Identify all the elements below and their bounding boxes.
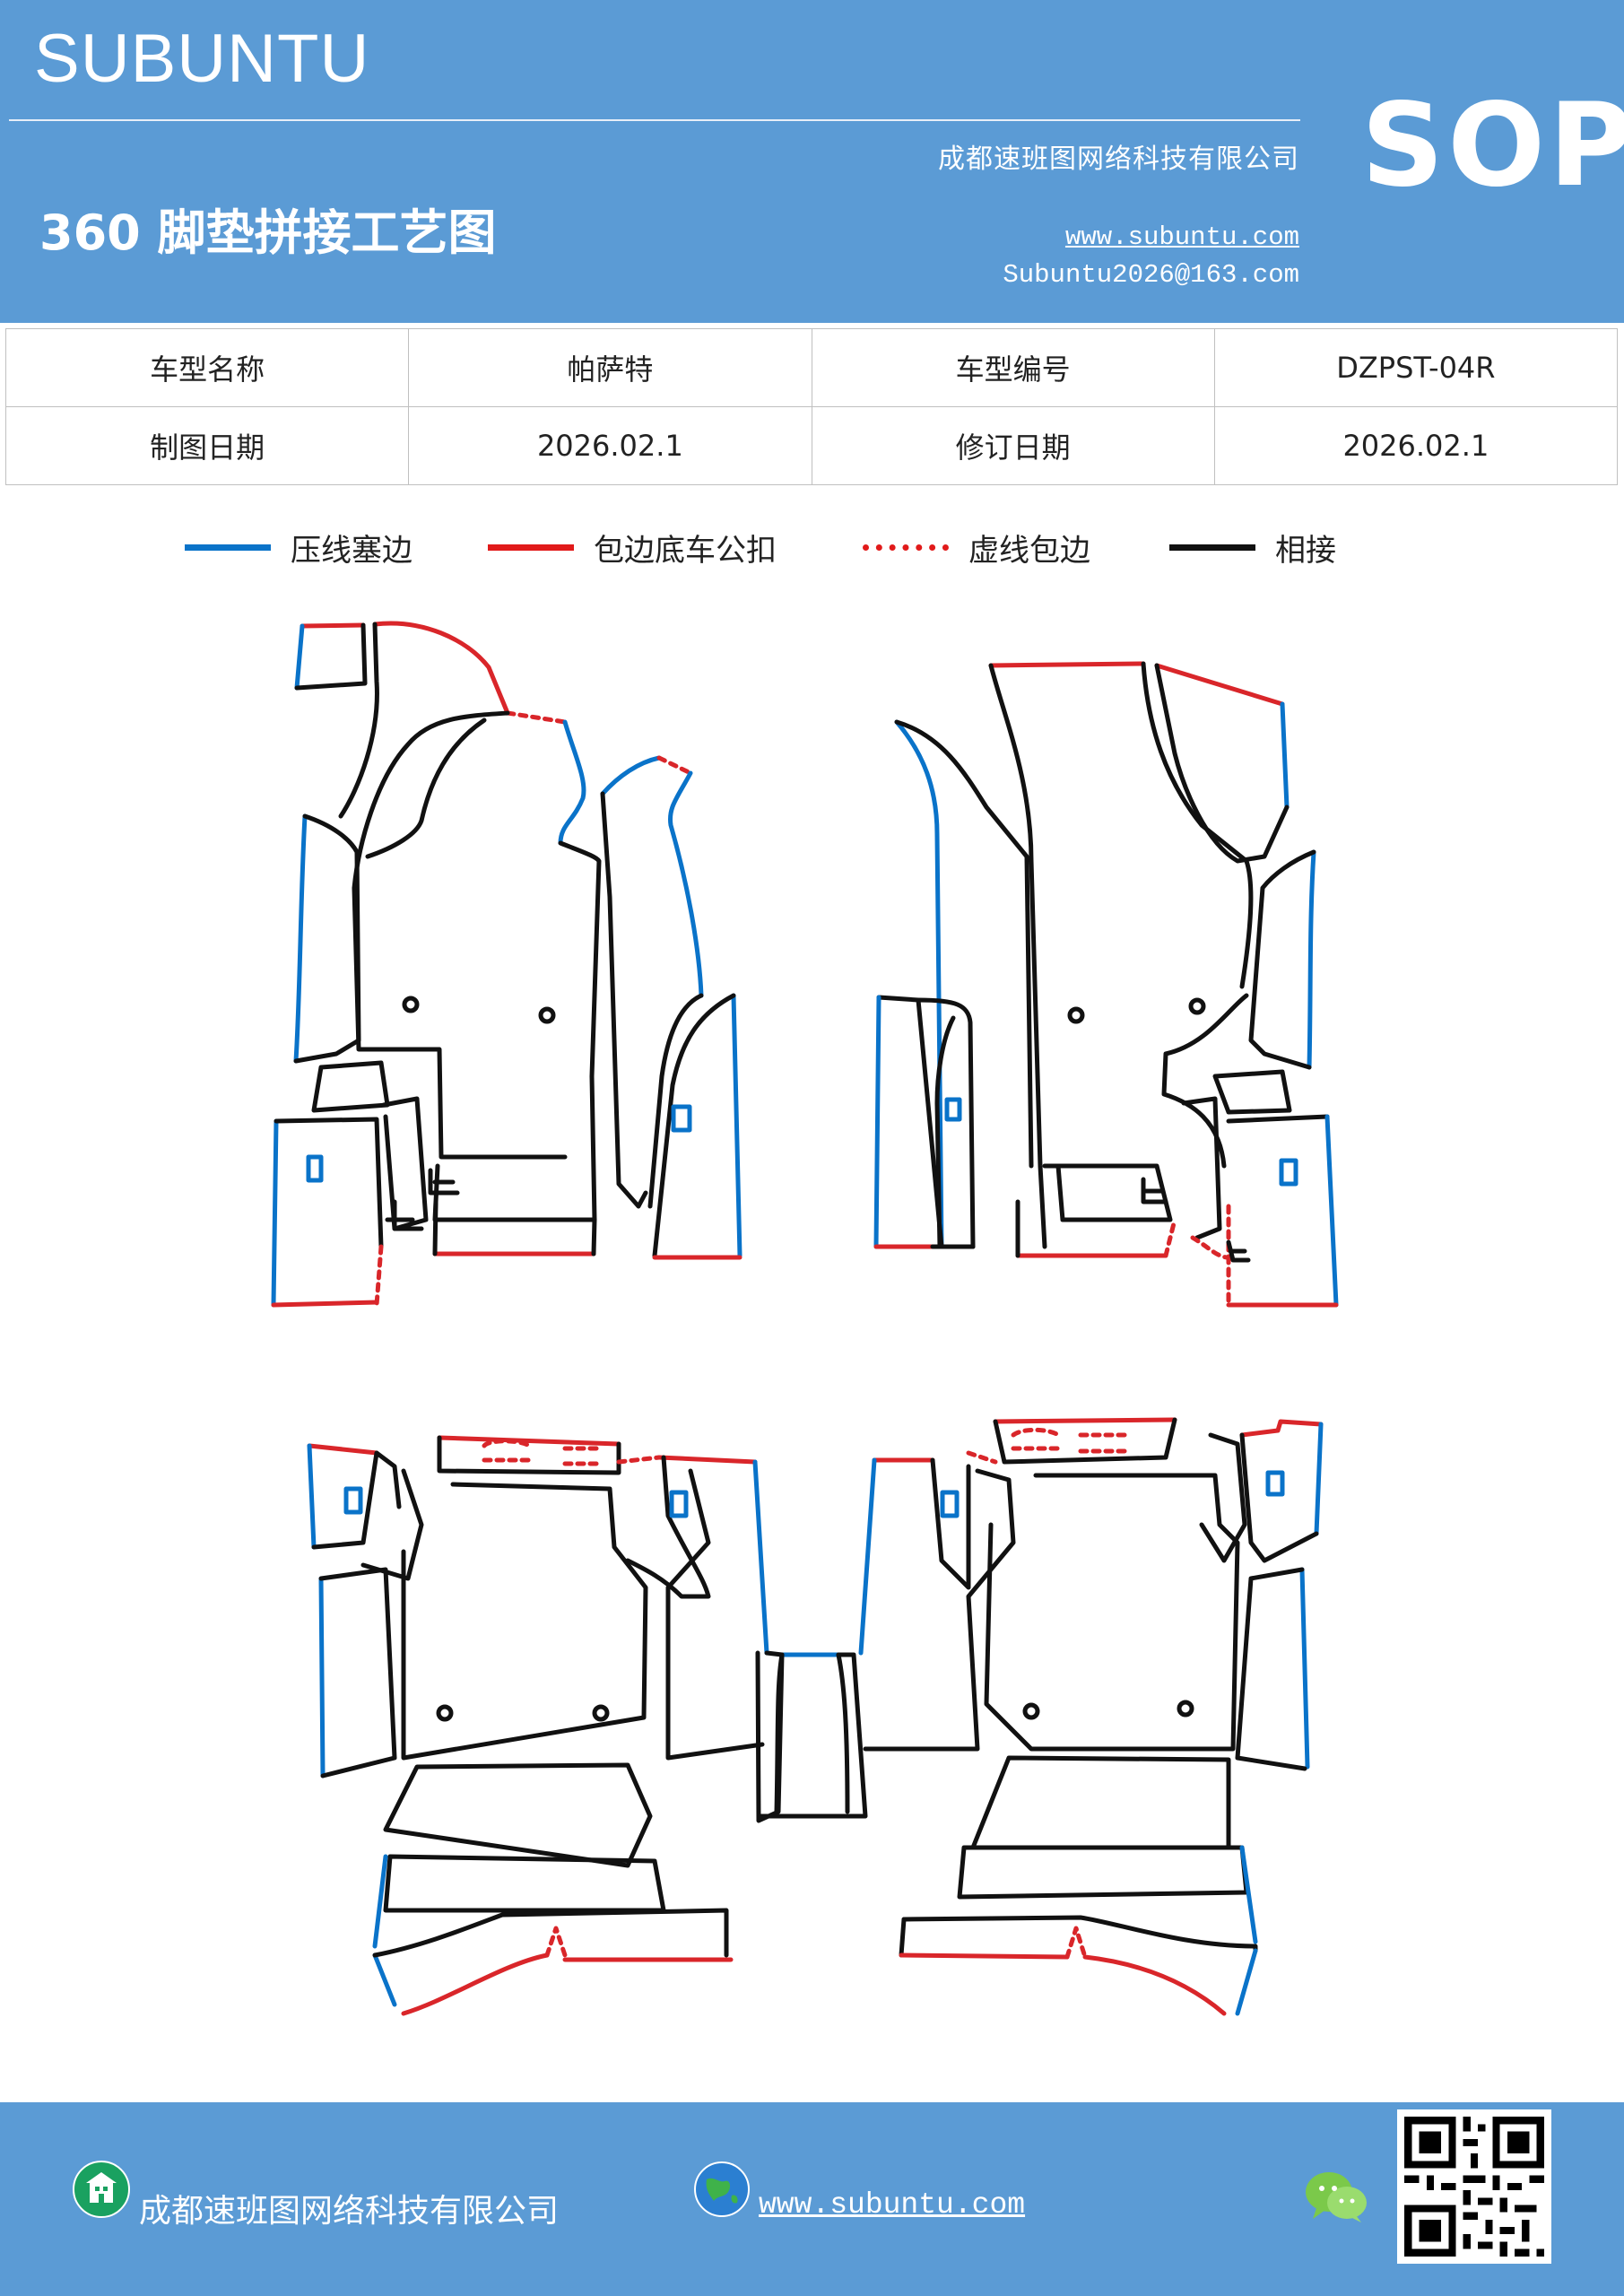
building-icon [73, 2161, 130, 2218]
front-left-mat-group [271, 621, 743, 1308]
sop-label: SOP [1361, 79, 1624, 213]
legend-swatch-red [488, 544, 574, 551]
header-divider [9, 119, 1300, 121]
header-banner [0, 0, 1624, 323]
legend-swatch-red-dotted [863, 544, 949, 551]
website-link[interactable]: www.subuntu.com [1064, 222, 1299, 252]
table-row: 制图日期 2026.02.1 修订日期 2026.02.1 [4, 406, 1619, 485]
legend: 压线塞边 包边底车公扣 虚线包边 相接 [0, 520, 1624, 574]
table-cell: 2026.02.1 [1213, 406, 1619, 485]
email-address: Subuntu2026@163.com [1003, 260, 1299, 290]
table-cell: 车型编号 [811, 328, 1215, 407]
wechat-icon [1306, 2172, 1367, 2222]
table-row: 车型名称 帕萨特 车型编号 DZPST-04R [4, 328, 1619, 407]
center-tunnel-mat [755, 1650, 868, 1823]
brand-name: SUBUNTU [34, 21, 370, 97]
legend-item-edge-binding: 包边底车公扣 [488, 520, 777, 574]
document-title: 360 脚垫拼接工艺图 [39, 204, 497, 261]
rear-left-mat-group [307, 1435, 769, 2016]
table-cell: DZPST-04R [1213, 328, 1619, 407]
company-name: 成都速班图网络科技有限公司 [938, 144, 1299, 175]
qr-code-pattern [1397, 2109, 1551, 2264]
footer-website-link[interactable]: www.subuntu.com [759, 2188, 1026, 2222]
table-cell: 修订日期 [811, 406, 1215, 485]
front-right-mat-group [873, 661, 1339, 1308]
legend-label: 包边底车公扣 [594, 532, 777, 569]
legend-label: 虚线包边 [968, 532, 1090, 569]
table-cell: 车型名称 [4, 328, 410, 407]
rear-right-mat-group [858, 1417, 1324, 2016]
vehicle-info-table: 车型名称 帕萨特 车型编号 DZPST-04R 制图日期 2026.02.1 修… [4, 328, 1619, 485]
floor-mat-pattern-diagram: .k { stroke: #111; stroke-width: 5; } .b… [271, 621, 1339, 2016]
table-cell: 帕萨特 [408, 328, 812, 407]
table-cell: 2026.02.1 [408, 406, 812, 485]
legend-item-press-line: 压线塞边 [185, 520, 413, 574]
legend-swatch-blue [185, 544, 271, 551]
legend-label: 压线塞边 [291, 532, 413, 569]
legend-item-joint: 相接 [1169, 520, 1336, 574]
globe-icon [694, 2161, 750, 2217]
legend-swatch-black [1169, 544, 1255, 551]
legend-item-dotted-binding: 虚线包边 [863, 520, 1090, 574]
legend-label: 相接 [1275, 532, 1336, 569]
footer-company-name: 成都速班图网络科技有限公司 [139, 2193, 560, 2230]
table-cell: 制图日期 [4, 406, 410, 485]
qr-code [1397, 2109, 1551, 2264]
